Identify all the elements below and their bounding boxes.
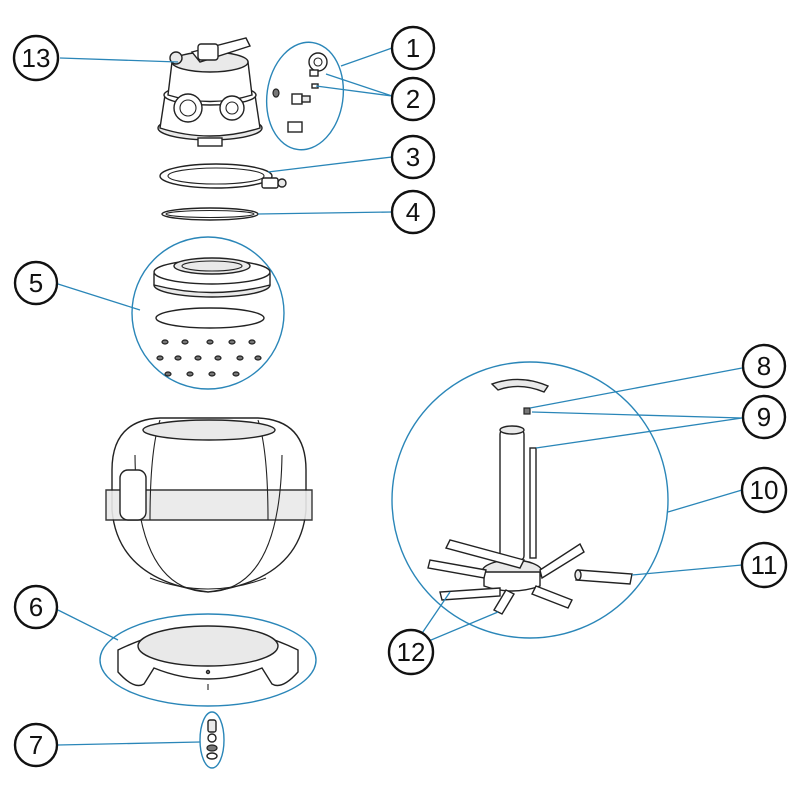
callout-2-label: 2: [406, 84, 420, 114]
callout-12-label: 12: [397, 637, 426, 667]
leader-9b: [535, 417, 743, 449]
callout-13-label: 13: [22, 43, 51, 73]
callout-6: 6: [13, 584, 59, 630]
multiport-valve: [157, 37, 263, 147]
callout-4: 4: [390, 189, 436, 235]
pressure-gauge: [308, 52, 328, 77]
leader-11: [631, 564, 743, 576]
callout-13: 13: [12, 34, 60, 82]
leader-7: [57, 741, 201, 746]
leader-8: [529, 367, 743, 409]
spare-lateral: [574, 569, 633, 585]
clamp-ring: [159, 163, 287, 189]
leader-2b: [315, 85, 393, 97]
leader-9a: [531, 411, 743, 419]
gauge-fittings: [272, 83, 319, 133]
tank-flange: [153, 257, 271, 298]
callout-12: 12: [387, 628, 435, 676]
base-detail-zoom: [99, 613, 317, 707]
drain-plug: [206, 719, 218, 760]
gauge-detail-zoom: [265, 41, 345, 151]
callout-5: 5: [13, 260, 59, 306]
callout-9: 9: [741, 394, 787, 440]
callout-11: 11: [740, 541, 788, 589]
callout-1-label: 1: [406, 33, 420, 63]
callout-11-label: 11: [751, 550, 778, 580]
callout-2: 2: [390, 76, 436, 122]
collector-assembly: [427, 378, 585, 615]
callout-5-label: 5: [29, 268, 43, 298]
leader-4: [257, 211, 393, 215]
flange-screws: [156, 339, 262, 377]
collector-detail-zoom: [391, 361, 669, 639]
leader-3: [267, 156, 393, 173]
leader-2a: [325, 73, 393, 97]
callout-8-label: 8: [757, 351, 771, 381]
o-ring: [161, 207, 259, 221]
callout-1: 1: [390, 25, 436, 71]
callout-8: 8: [741, 343, 787, 389]
callout-10-label: 10: [750, 475, 779, 505]
leader-13: [59, 57, 179, 63]
leader-6: [57, 609, 119, 641]
callout-3-label: 3: [406, 142, 420, 172]
drain-detail-zoom: [199, 711, 225, 769]
tank-base: [117, 625, 299, 690]
callout-9-label: 9: [757, 402, 771, 432]
lateral-arms: [427, 539, 585, 615]
flange-detail-zoom: [131, 236, 285, 390]
callout-6-label: 6: [29, 592, 43, 622]
leader-5: [57, 283, 141, 311]
flange-gasket: [155, 307, 265, 329]
leader-10: [667, 489, 743, 513]
callout-10: 10: [740, 466, 788, 514]
callout-7-label: 7: [29, 730, 43, 760]
callout-3: 3: [390, 134, 436, 180]
filter-tank: [105, 417, 313, 593]
leader-1: [340, 47, 393, 67]
callout-4-label: 4: [406, 197, 420, 227]
callout-7: 7: [13, 722, 59, 768]
